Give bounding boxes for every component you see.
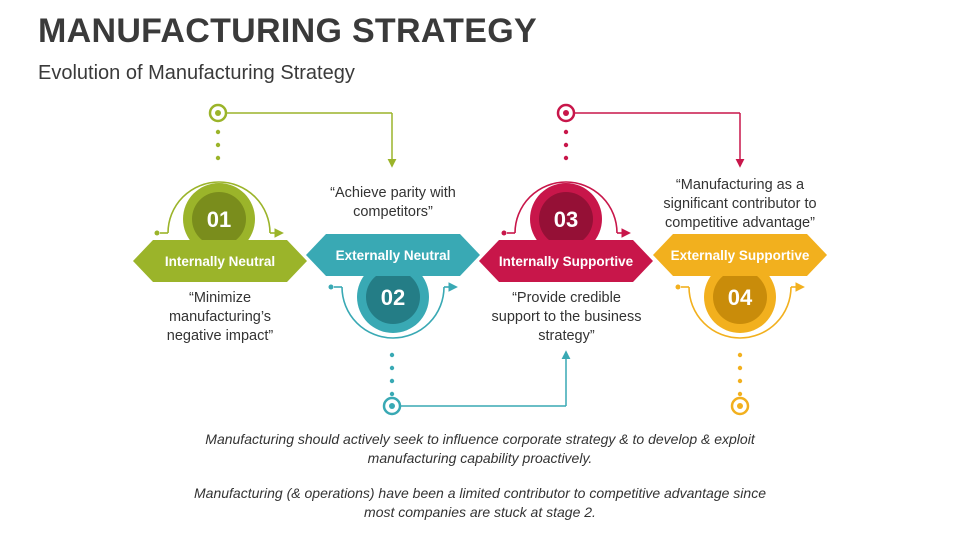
stage-1-quote: “Minimize manufacturing’s negative impac… [166, 290, 274, 344]
page-subtitle: Evolution of Manufacturing Strategy [38, 62, 355, 84]
stage-1-label: Internally Neutral [165, 254, 275, 269]
stage-4-group: 04 Externally Supportive [653, 234, 827, 416]
stage-3-quote: “Provide credible support to the busines… [491, 290, 642, 344]
stage-3-label-shape [479, 240, 653, 282]
stage-2-arc [341, 286, 445, 339]
stage-4-quote: “Manufacturing as a significant contribu… [663, 177, 817, 231]
stage-3-label: Internally Supportive [499, 254, 634, 269]
stage-3-number: 03 [554, 207, 578, 232]
stage-4-label-shape [653, 234, 827, 276]
note-1: Manufacturing should actively seek to in… [205, 431, 755, 466]
stage-2-quote: “Achieve parity with competitors” [330, 185, 456, 220]
stage-2-label-shape [306, 234, 480, 276]
stage-2-label: Externally Neutral [336, 248, 451, 263]
stage-1-group: 01 Internally Neutral [133, 103, 397, 282]
stage-3-group: 03 Internally Supportive [479, 103, 745, 282]
stage-1-number: 01 [207, 207, 231, 232]
stage-4-number: 04 [728, 285, 753, 310]
stage-2-number: 02 [381, 285, 405, 310]
stage-1-arc [167, 181, 271, 234]
stage-1-label-shape [133, 240, 307, 282]
note-2: Manufacturing (& operations) have been a… [194, 485, 766, 520]
page-title: MANUFACTURING STRATEGY [38, 12, 537, 50]
stage-4-label: Externally Supportive [671, 248, 810, 263]
stage-2-group: 02 Externally Neutral [306, 234, 571, 416]
stage-3-arc [514, 181, 618, 234]
stage-4-arc [688, 286, 792, 339]
